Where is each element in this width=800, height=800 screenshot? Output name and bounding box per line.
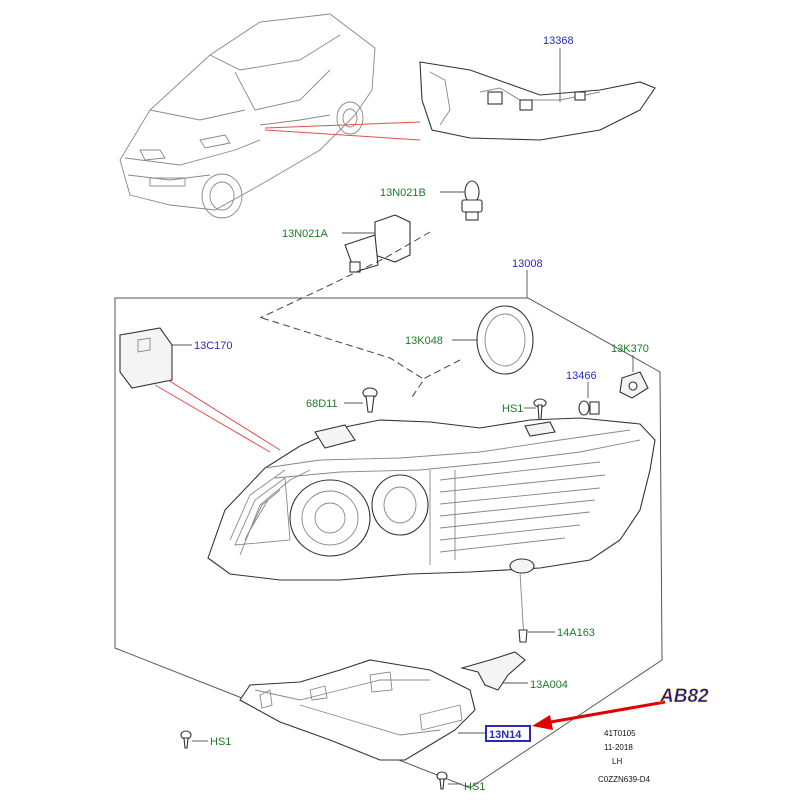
assembly-frame (114, 297, 663, 789)
drawing-info-line3: LH (612, 757, 622, 766)
part-13C170-module (119, 327, 281, 453)
part-13K048-cover (452, 305, 534, 375)
label-13368: 13368 (543, 35, 574, 47)
red-arrow (532, 700, 666, 730)
headlamp-assembly (207, 417, 656, 581)
drawing-info-line4: C0ZZN639-D4 (598, 775, 651, 784)
vehicle-sketch (119, 13, 421, 219)
part-13A004-bracket (459, 651, 528, 691)
part-13N021A-igniter (342, 214, 411, 273)
part-68D11-clip (344, 387, 378, 413)
label-13N021A: 13N021A (282, 228, 329, 240)
label-68D11: 68D11 (306, 398, 338, 410)
part-13N021B-bulb (440, 180, 483, 221)
callout-code: AB82 (659, 686, 709, 707)
label-13A004: 13A004 (530, 679, 568, 691)
label-14A163: 14A163 (557, 627, 595, 639)
part-HS1-lower-screw (180, 730, 208, 749)
label-HS1-lower: HS1 (210, 736, 231, 748)
label-13466: 13466 (566, 370, 597, 382)
drawing-info-line2: 11-2018 (604, 743, 633, 752)
label-13C170: 13C170 (194, 340, 233, 352)
part-13K370-connector (619, 355, 649, 399)
label-HS1-upper: HS1 (502, 403, 523, 415)
part-HS1-upper-screw (524, 398, 547, 421)
drawing-info-line1: 41T0105 (604, 729, 636, 738)
label-13N14: 13N14 (489, 729, 522, 741)
part-HS1-bottom-screw (436, 771, 462, 790)
highlight-box-13N14 (485, 725, 531, 742)
label-13K048: 13K048 (405, 335, 443, 347)
label-13K370: 13K370 (611, 343, 649, 355)
label-13N021B: 13N021B (380, 187, 426, 199)
lower-cover (239, 659, 476, 761)
label-HS1-bottom: HS1 (464, 781, 485, 793)
part-13466-bulb (578, 382, 600, 416)
part-13368-trim (419, 48, 656, 141)
label-13008: 13008 (512, 258, 543, 270)
part-14A163-adjuster (509, 558, 555, 643)
